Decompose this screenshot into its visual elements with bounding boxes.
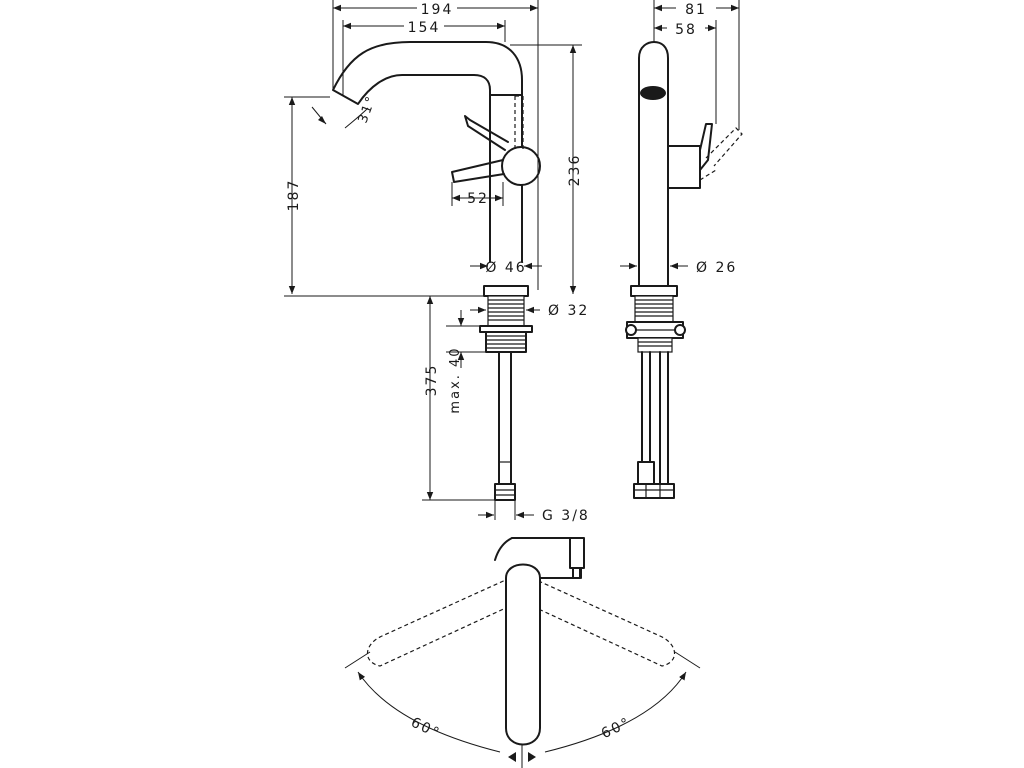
dim-body-diameter: Ø 46 bbox=[485, 260, 526, 276]
dim-hose-length: 375 bbox=[424, 364, 440, 397]
front-dimensions: 194 154 236 187 31° 52 Ø 46 Ø 32 bbox=[284, 0, 590, 524]
dim-thread-diameter: Ø 32 bbox=[548, 303, 589, 319]
dim-front-width-total: 194 bbox=[421, 2, 454, 18]
lever-upper bbox=[464, 115, 509, 151]
side-view bbox=[625, 41, 743, 499]
side-lever-alt bbox=[705, 127, 743, 167]
side-lever bbox=[699, 123, 713, 171]
handle-hub bbox=[501, 146, 541, 186]
mount-thread bbox=[487, 295, 525, 327]
swivel-right-position bbox=[531, 577, 676, 667]
aerator bbox=[640, 86, 666, 100]
lever-lower bbox=[451, 159, 505, 183]
side-base-plate bbox=[630, 285, 678, 297]
side-dimensions: 81 58 Ø 26 bbox=[620, 0, 740, 276]
lever-alt bbox=[514, 95, 524, 150]
swivel-left-position bbox=[366, 577, 511, 667]
supply-hose bbox=[498, 351, 512, 485]
dim-connection: G 3/8 bbox=[542, 508, 590, 524]
dim-handle-length: 52 bbox=[467, 191, 489, 207]
front-view bbox=[332, 41, 541, 501]
side-body-outline bbox=[638, 41, 669, 287]
top-view: 60° 60° bbox=[344, 537, 701, 768]
mount-nut bbox=[485, 331, 527, 353]
dim-side-depth-handle: 58 bbox=[675, 22, 697, 38]
dim-side-diameter: Ø 26 bbox=[696, 260, 737, 276]
dim-swivel-left: 60° bbox=[408, 715, 443, 743]
side-fittings bbox=[633, 483, 675, 499]
dim-side-depth-total: 81 bbox=[685, 2, 707, 18]
dim-front-width-spout: 154 bbox=[408, 20, 441, 36]
dim-max-thickness: max. 40 bbox=[448, 346, 463, 413]
dim-spout-height: 187 bbox=[286, 179, 302, 212]
spout-outline bbox=[332, 41, 523, 105]
hose-fitting bbox=[494, 483, 516, 501]
base-plate bbox=[483, 285, 529, 297]
top-spout bbox=[505, 563, 541, 746]
side-hoses bbox=[641, 351, 669, 485]
dim-spout-angle: 31° bbox=[356, 93, 380, 125]
dim-swivel-right: 60° bbox=[599, 715, 634, 743]
dim-total-height: 236 bbox=[567, 154, 583, 187]
side-hub bbox=[667, 145, 701, 189]
